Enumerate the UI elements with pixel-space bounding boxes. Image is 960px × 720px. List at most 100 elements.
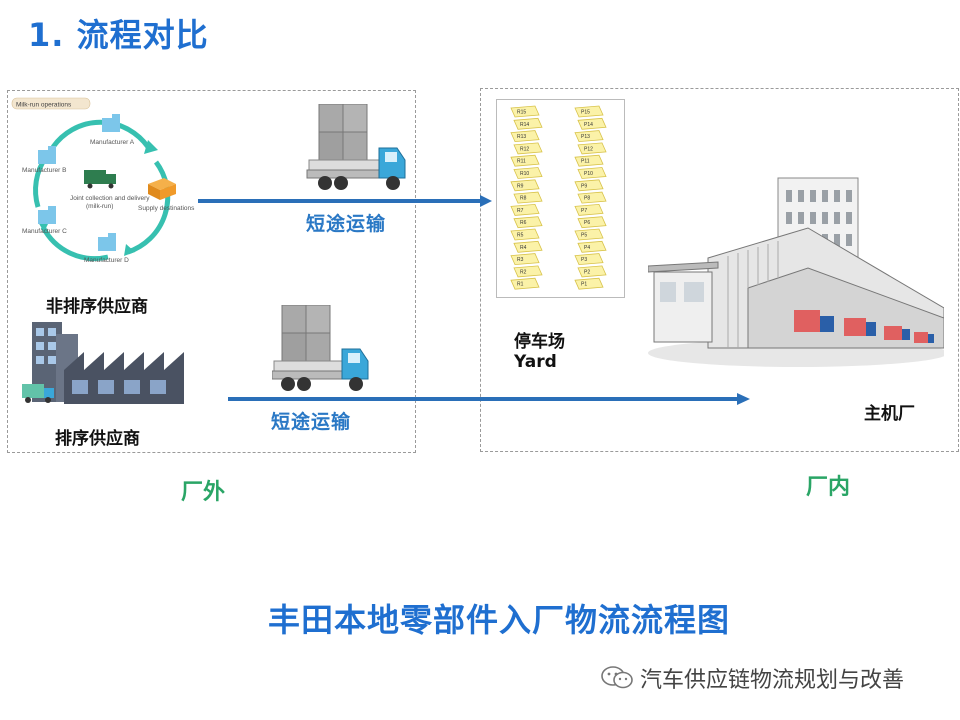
route-arrow-upper-head [480, 195, 492, 207]
parking-left-slot-label: R14 [520, 122, 529, 128]
docked-trucks [794, 310, 934, 343]
parking-left-slot-label: R6 [520, 220, 527, 226]
milkrun-dest-label: Supply destinations [138, 205, 195, 212]
milkrun-badge: Milk-run operations [16, 102, 72, 109]
parking-left-slot [510, 130, 540, 143]
parking-right-slot-label: P11 [581, 159, 590, 165]
parking-left-slot [513, 167, 543, 179]
yard-label-en: Yard [514, 352, 557, 372]
parking-right-slot [574, 179, 604, 192]
watermark: 汽车供应链物流规划与改善 [600, 662, 904, 694]
parking-left-slot-label: R1 [517, 282, 524, 288]
milkrun-center-sub: (milk-run) [86, 203, 113, 210]
parking-right-slot-label: P10 [584, 171, 593, 177]
parking-left-slot-label: R3 [517, 257, 524, 263]
parking-right-slot [574, 277, 604, 290]
inside-plant-zone-label: 厂内 [806, 475, 851, 500]
parking-right-slot-label: P9 [581, 183, 587, 189]
parking-left-slot-label: R12 [520, 146, 529, 152]
outside-plant-panel [7, 90, 416, 453]
parking-right-slot-label: P5 [581, 233, 587, 239]
sequenced-supplier-label: 排序供应商 [55, 429, 140, 449]
parking-left-slot [510, 203, 540, 216]
parking-right-slot-label: P3 [581, 257, 587, 263]
parking-left-slot-label: R4 [520, 245, 527, 251]
parking-right-slot-label: P7 [581, 208, 587, 214]
parking-right-slot [574, 130, 604, 143]
parking-left-slot [513, 240, 543, 253]
parking-right-slot-label: P13 [581, 134, 590, 140]
milkrun-node-d: Manufacturer D [84, 257, 129, 264]
inside-plant-panel [480, 88, 959, 452]
parking-right-slot [574, 203, 604, 216]
parking-left-slot-label: R13 [517, 134, 526, 140]
milkrun-truck-icon [84, 170, 116, 189]
parking-left-slot [510, 154, 540, 167]
parking-left-slot [513, 142, 543, 155]
parking-left-slot-label: R5 [517, 233, 524, 239]
parking-left-slot [513, 265, 543, 278]
parking-left-slot [510, 253, 540, 266]
parking-right-slot-label: P4 [584, 245, 590, 251]
supplier-factory-illustration [22, 322, 184, 404]
parking-right-slot-label: P14 [584, 122, 593, 128]
watermark-text: 汽车供应链物流规划与改善 [640, 668, 905, 693]
parking-left-slot [510, 277, 540, 290]
main-plant-illustration [648, 177, 944, 367]
plant-label: 主机厂 [864, 404, 915, 424]
parking-left-slot [510, 179, 540, 192]
factory-icon [38, 114, 120, 251]
parking-right-slot [574, 228, 604, 241]
non-sequenced-supplier-label: 非排序供应商 [46, 297, 148, 317]
page-title: 1. 流程对比 [28, 16, 209, 54]
parking-right-slot [577, 117, 607, 130]
parking-left-slot [513, 216, 543, 229]
parking-right-slot [577, 191, 607, 204]
parking-left-slot-label: R10 [520, 171, 529, 177]
parking-right-slot-label: P8 [584, 196, 590, 202]
cycle-arrow-right [127, 160, 171, 255]
parking-right-slot-label: P6 [584, 220, 590, 226]
parking-left-slot-label: R8 [520, 196, 527, 202]
milkrun-node-a: Manufacturer A [90, 139, 135, 146]
parking-left-slot [513, 191, 543, 204]
parking-right-slot [577, 216, 607, 229]
parking-right-slot [577, 167, 607, 179]
parking-left-slot-label: R15 [517, 110, 526, 116]
yard-label-cn: 停车场 [514, 332, 565, 352]
parking-left-slot-label: R9 [517, 183, 524, 189]
parking-left-slot [510, 228, 540, 241]
parking-left-slot-label: R11 [517, 159, 526, 165]
truck-lower [272, 305, 369, 391]
milkrun-center-label: Joint collection and delivery [70, 195, 150, 202]
route-arrow-lower-head [737, 393, 750, 405]
parking-left-slot [513, 117, 543, 130]
parking-right-slot-label: P15 [581, 110, 590, 116]
parking-right-slot-label: P12 [584, 146, 593, 152]
route-label-upper: 短途运输 [306, 213, 387, 235]
cycle-arrow-bottom [40, 225, 109, 262]
route-label-lower: 短途运输 [271, 411, 352, 433]
chat-bubble-icon [601, 666, 633, 689]
parking-right-slot-label: P2 [584, 269, 590, 275]
parking-right-slot-label: P1 [581, 282, 587, 288]
boxes-icon [148, 178, 176, 200]
parking-right-slot [577, 240, 607, 253]
parking-left-slot-label: R2 [520, 269, 527, 275]
truck-upper [306, 104, 406, 190]
outside-plant-zone-label: 厂外 [181, 480, 226, 505]
parking-right-slot [574, 154, 604, 167]
cycle-arrow-top [50, 119, 151, 149]
diagram-caption: 丰田本地零部件入厂物流流程图 [268, 601, 731, 639]
milkrun-diagram: Milk-run operations Manufacturer A Manuf… [11, 97, 195, 264]
parking-right-slot [574, 253, 604, 266]
milkrun-node-c: Manufacturer C [22, 228, 67, 235]
parking-left-slot [510, 105, 540, 118]
parking-right-slot [574, 105, 604, 118]
milkrun-node-b: Manufacturer B [22, 167, 66, 174]
parking-left-slot-label: R7 [517, 208, 524, 214]
parking-right-slot [577, 265, 607, 278]
